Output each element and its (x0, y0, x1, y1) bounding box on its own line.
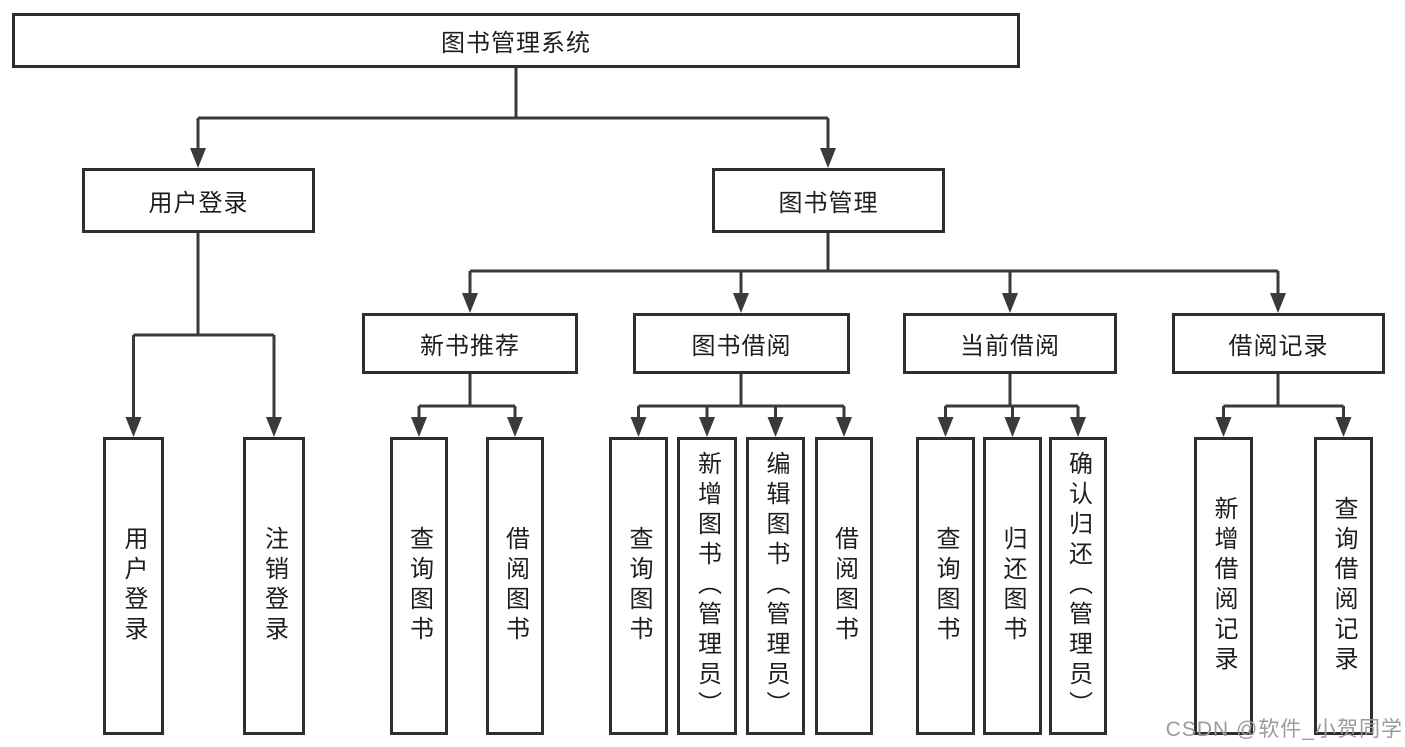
node-book-borrowing: 图书借阅 (633, 313, 850, 374)
node-borrowing-records: 借阅记录 (1172, 313, 1385, 374)
node-leaf-query-books-borrowing: 查询图书 (609, 437, 668, 735)
node-book-management: 图书管理 (712, 168, 945, 233)
watermark: CSDN @软件_小贺同学 (1165, 718, 1403, 741)
node-new-book-recommend: 新书推荐 (362, 313, 578, 374)
node-leaf-confirm-return-admin: 确认归还（管理员） (1049, 437, 1107, 735)
connector-path (132, 68, 1345, 419)
arrowheads (125, 148, 1352, 437)
node-leaf-add-book-admin: 新增图书（管理员） (677, 437, 737, 735)
node-leaf-borrow-books-borrowing: 借阅图书 (815, 437, 873, 735)
node-leaf-query-books-recommend: 查询图书 (390, 437, 448, 735)
node-leaf-add-borrow-record: 新增借阅记录 (1194, 437, 1253, 735)
node-library-management-system: 图书管理系统 (12, 13, 1020, 68)
node-leaf-borrow-books-recommend: 借阅图书 (486, 437, 544, 735)
node-leaf-edit-book-admin: 编辑图书（管理员） (746, 437, 805, 735)
node-leaf-user-login: 用户登录 (103, 437, 164, 735)
node-leaf-logout: 注销登录 (243, 437, 305, 735)
node-current-borrowing: 当前借阅 (903, 313, 1117, 374)
node-user-login: 用户登录 (82, 168, 315, 233)
node-leaf-query-borrow-record: 查询借阅记录 (1314, 437, 1373, 735)
node-leaf-return-books: 归还图书 (983, 437, 1042, 735)
node-leaf-query-books-current: 查询图书 (916, 437, 975, 735)
